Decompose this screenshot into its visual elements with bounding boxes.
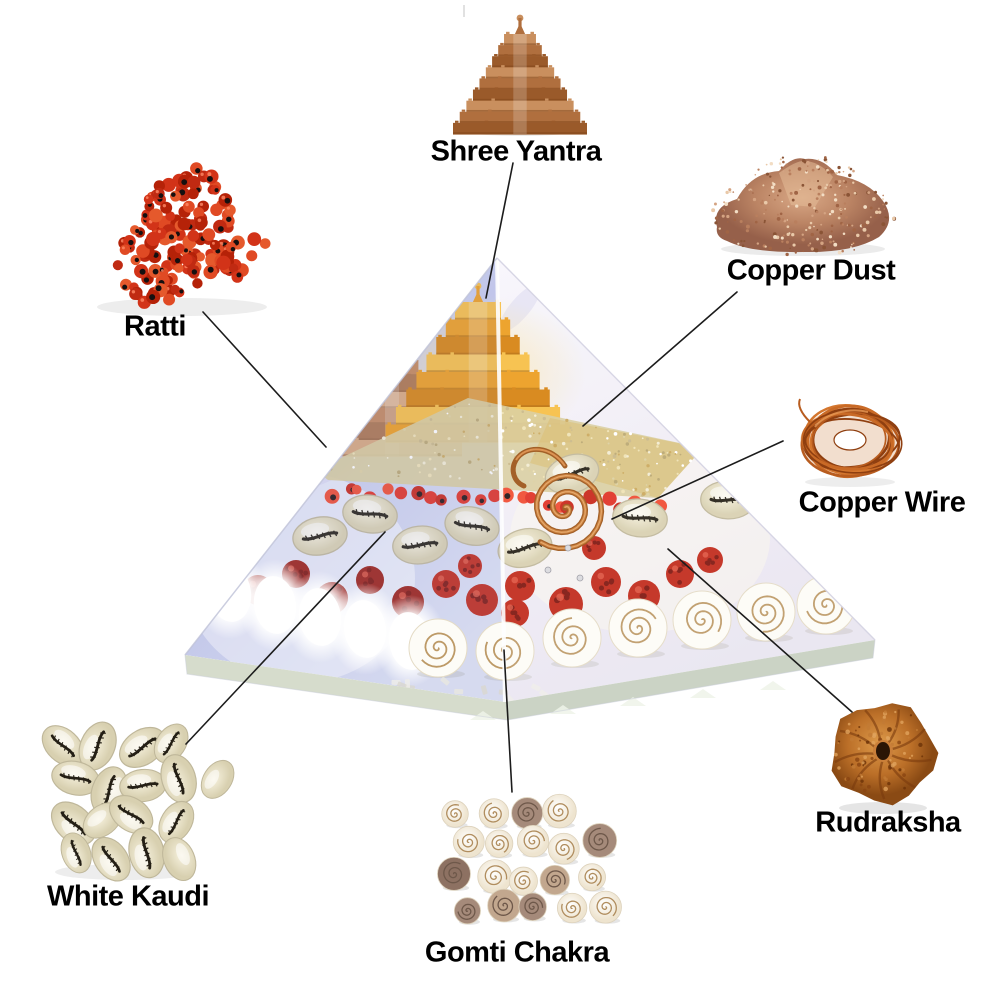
label-rudraksha: Rudraksha — [815, 806, 961, 839]
shree-yantra-image — [453, 14, 587, 136]
component-copper-wire — [790, 392, 912, 492]
label-gomti-chakra: Gomti Chakra — [424, 936, 610, 969]
component-shree-yantra — [445, 6, 595, 138]
gomti-chakra-image — [437, 793, 622, 925]
component-ratti — [70, 155, 295, 330]
ratti-seeds-image — [97, 162, 271, 316]
stray-mark — [463, 5, 465, 17]
copper-dust-image — [711, 156, 897, 257]
component-gomti-chakra — [423, 788, 622, 936]
component-copper-dust — [703, 143, 903, 261]
white-kaudi-image — [41, 721, 235, 882]
label-white-kaudi: White Kaudi — [46, 880, 210, 913]
label-ratti: Ratti — [124, 310, 186, 343]
component-white-kaudi — [33, 721, 235, 884]
label-copper-dust: Copper Dust — [726, 254, 896, 287]
copper-wire-image — [798, 398, 903, 487]
label-shree-yantra: Shree Yantra — [430, 135, 602, 168]
label-copper-wire: Copper Wire — [798, 486, 966, 519]
component-rudraksha — [818, 696, 948, 816]
rudraksha-image — [831, 703, 939, 814]
